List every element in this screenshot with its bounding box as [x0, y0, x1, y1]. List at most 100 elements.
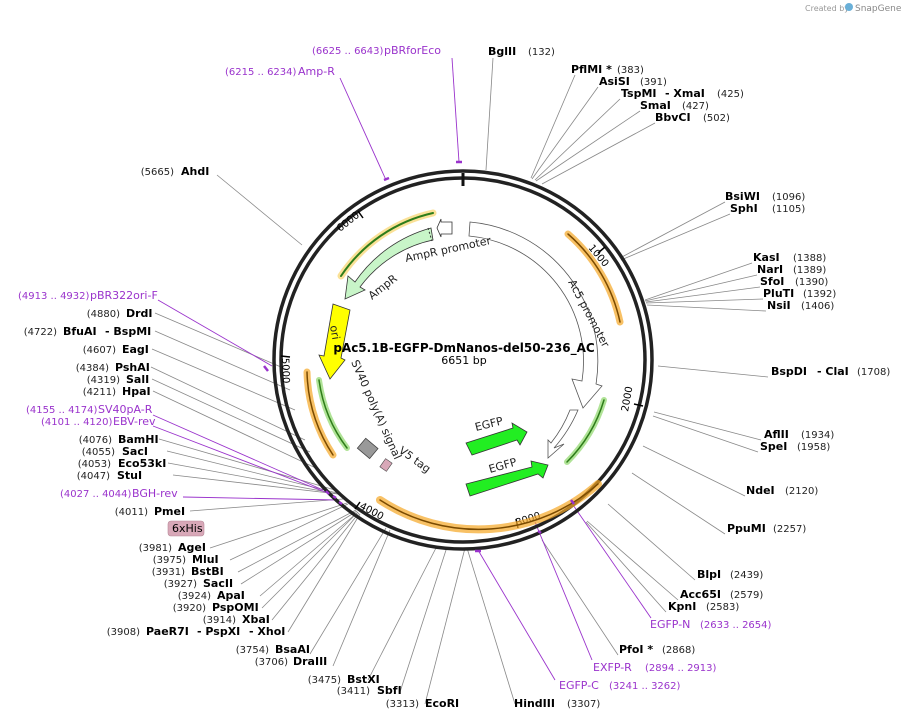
site-hindIII-pos: (3307)	[567, 699, 600, 710]
site-mluI-name: MluI	[192, 553, 219, 566]
credit-brand: SnapGene	[855, 4, 902, 14]
site-leader-lines	[150, 57, 769, 705]
site-xbaI-name: XbaI	[242, 613, 270, 626]
primer-egfpN-range: (2633 .. 2654)	[700, 620, 772, 631]
site-draIII-pos: (3706)	[255, 657, 288, 668]
site-kpnI-name: KpnI	[668, 600, 696, 613]
ampr-feature-arrow[interactable]	[344, 227, 434, 300]
site-pshAI-name: PshAI	[115, 361, 150, 374]
snapgene-credit: Created by SnapGene	[805, 3, 902, 14]
egfp-label-1: EGFP	[474, 414, 505, 434]
site-stuI-name: StuI	[117, 469, 142, 482]
v5-tag-box[interactable]	[379, 458, 393, 472]
site-pspXI-name: - PspXI	[197, 625, 240, 638]
site-ecoRI-pos: (3313)	[386, 699, 419, 710]
credit-prefix: Created by	[805, 4, 849, 13]
primer-bgh-range: (4027 .. 4044)	[60, 489, 132, 500]
site-draIII-name: DraIII	[293, 655, 327, 668]
site-bspDI-pos: (1708)	[857, 367, 890, 378]
site-paeR7I-name: PaeR7I	[146, 625, 189, 638]
site-ahdI-name: AhdI	[181, 165, 209, 178]
site-eagI-pos: (4607)	[83, 345, 116, 356]
primer-pbrforeco-range: (6625 .. 6643)	[312, 46, 384, 57]
site-mluI-pos: (3975)	[153, 555, 186, 566]
site-ahdI-pos: (5665)	[141, 167, 174, 178]
site-acc65I-pos: (2579)	[730, 590, 763, 601]
primer-exfpR-range: (2894 .. 2913)	[645, 663, 717, 674]
site-bstBI-name: BstBI	[191, 565, 224, 578]
site-nsiI-name: NsiI	[767, 299, 791, 312]
egfp-arrow-2[interactable]	[465, 460, 549, 497]
sv40-label: SV40 poly(A) signal	[348, 358, 404, 461]
site-bamHI-name: BamHI	[118, 433, 159, 446]
site-bstXI-name: BstXI	[347, 673, 380, 686]
site-eagI-name: EagI	[122, 343, 149, 356]
site-ndeI-name: NdeI	[746, 484, 775, 497]
primer-pbr322ori-name: pBR322ori-F	[90, 289, 158, 302]
site-bglII-pos: (132)	[528, 47, 555, 58]
egfp-arrow-1[interactable]	[465, 422, 528, 456]
site-bsaAI-pos: (3754)	[236, 645, 269, 656]
site-hindIII-name: HindIII	[514, 697, 555, 710]
site-pspOMI-pos: (3920)	[173, 603, 206, 614]
site-apaI-name: ApaI	[217, 589, 245, 602]
site-xbaI-pos: (3914)	[203, 615, 236, 626]
site-sacI-name: SacI	[122, 445, 148, 458]
primer-marks	[263, 160, 575, 553]
site-smaI-name: SmaI	[640, 99, 671, 112]
site-claI-name: - ClaI	[817, 365, 849, 378]
site-salI-pos: (4319)	[87, 375, 120, 386]
site-ageI-name: AgeI	[178, 541, 206, 554]
site-labels-right: BglII (132) PflMI * (383) AsiSI (391) Ts…	[488, 45, 890, 710]
site-kpnI-pos: (2583)	[706, 602, 739, 613]
his-tag-box	[167, 520, 205, 537]
site-eco53kI-pos: (4053)	[78, 459, 111, 470]
site-bsiWI-name: BsiWI	[725, 190, 760, 203]
ori-feature-arrow[interactable]	[318, 303, 351, 380]
site-paeR7I-pos: (3908)	[107, 627, 140, 638]
site-apaI-pos: (3924)	[178, 591, 211, 602]
site-speI-name: SpeI	[760, 440, 787, 453]
tick-label-2000: 2000	[620, 386, 635, 413]
site-hpaI-pos: (4211)	[83, 387, 116, 398]
site-sacII-pos: (3927)	[164, 579, 197, 590]
site-ppuMI-pos: (2257)	[773, 524, 806, 535]
primer-ampR-range: (6215 .. 6234)	[225, 67, 297, 78]
site-bsaAI-name: BsaAI	[275, 643, 310, 656]
site-pspOMI-name: PspOMI	[212, 601, 259, 614]
site-pflMI-pos: (383)	[617, 65, 644, 76]
ac5-promoter-arrow[interactable]	[468, 221, 603, 409]
site-hpaI-name: HpaI	[122, 385, 151, 398]
site-aflII-name: AflII	[764, 428, 789, 441]
site-sacII-name: SacII	[203, 577, 233, 590]
site-drdI-name: DrdI	[126, 307, 153, 320]
site-sacI-pos: (4055)	[82, 447, 115, 458]
snapgene-logo-icon	[845, 3, 853, 11]
site-stuI-pos: (4047)	[77, 471, 110, 482]
primer-egfpC-range: (3241 .. 3262)	[609, 681, 681, 692]
primer-ampR-name: Amp-R	[298, 65, 335, 78]
site-eco53kI-name: Eco53kI	[118, 457, 166, 470]
his-tag-label: 6xHis	[172, 522, 203, 535]
site-bglII-name: BglII	[488, 45, 516, 58]
site-pmeI-name: PmeI	[154, 505, 185, 518]
site-bbvCI-pos: (502)	[703, 113, 730, 124]
site-pmeI-pos: (4011)	[115, 507, 148, 518]
site-blpI-name: BlpI	[697, 568, 721, 581]
site-speI-pos: (1958)	[797, 442, 830, 453]
site-nsiI-pos: (1406)	[801, 301, 834, 312]
site-xmaI-name: - XmaI	[665, 87, 705, 100]
site-pluTI-pos: (1392)	[803, 289, 836, 300]
ampr-promoter-arrow[interactable]	[436, 218, 453, 238]
site-tspMI-name: TspMI	[621, 87, 657, 100]
primer-bgh-name: BGH-rev	[132, 487, 178, 500]
site-bamHI-pos: (4076)	[79, 435, 112, 446]
site-ageI-pos: (3981)	[139, 543, 172, 554]
site-pfoI-pos: (2868)	[662, 645, 695, 656]
primer-ebv-range: (4101 .. 4120)	[41, 417, 113, 428]
site-labels-left: (3313) EcoRI (3411) SbfI (3475) BstXI (3…	[24, 165, 459, 710]
site-bspDI-name: BspDI	[771, 365, 807, 378]
sv40-feature-box[interactable]	[356, 437, 379, 460]
site-sfoI-pos: (1390)	[795, 277, 828, 288]
